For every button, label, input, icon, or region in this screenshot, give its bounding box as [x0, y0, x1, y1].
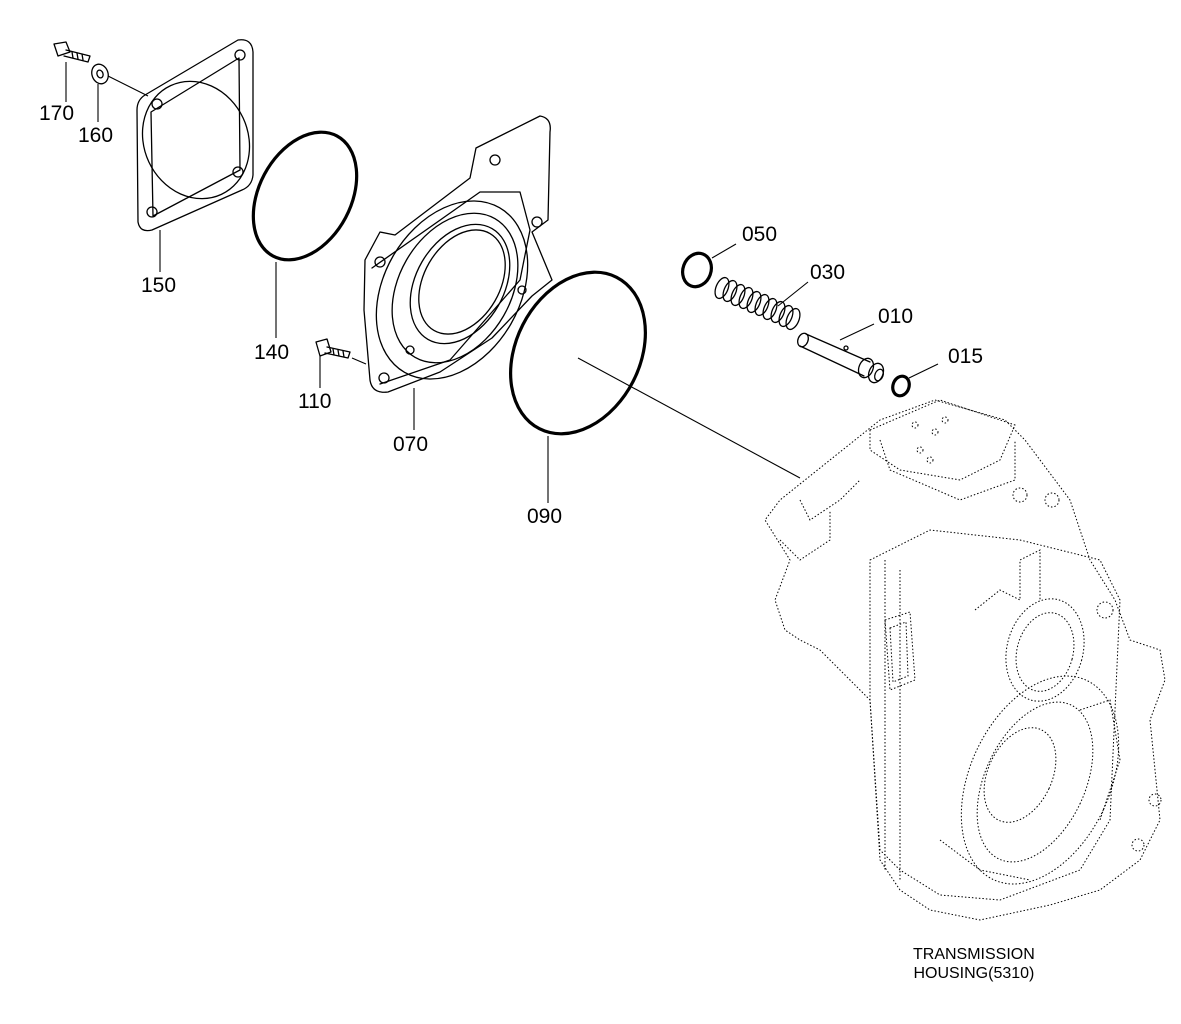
part-140-o-ring: [251, 130, 359, 262]
label-050: 050: [742, 223, 778, 246]
part-090-o-ring: [509, 270, 647, 436]
part-015-o-ring: [891, 374, 911, 398]
part-170-bolt: [53, 41, 91, 63]
transmission-housing-outline: [764, 399, 1166, 921]
part-110-bolt: [315, 338, 351, 359]
housing-caption-line2: HOUSING(5310): [913, 965, 1035, 982]
part-010-valve-spool: [797, 332, 885, 384]
part-050-o-ring: [681, 251, 713, 289]
label-110: 110: [298, 390, 332, 413]
label-010: 010: [878, 305, 914, 328]
label-070: 070: [393, 433, 429, 456]
label-030: 030: [810, 261, 846, 284]
leader-lines: [65, 62, 939, 503]
part-030-spring: [714, 276, 801, 331]
label-015: 015: [948, 345, 984, 368]
label-140: 140: [254, 341, 290, 364]
label-150: 150: [141, 274, 177, 297]
housing-caption: TRANSMISSION HOUSING(5310): [913, 945, 1035, 983]
part-150-cover-plate: [136, 39, 254, 232]
label-090: 090: [527, 505, 563, 528]
housing-caption-line1: TRANSMISSION: [913, 946, 1035, 963]
label-170: 170: [39, 102, 75, 125]
part-160-washer: [91, 63, 109, 85]
label-160: 160: [78, 124, 114, 147]
part-070-pump-housing: [363, 115, 553, 393]
